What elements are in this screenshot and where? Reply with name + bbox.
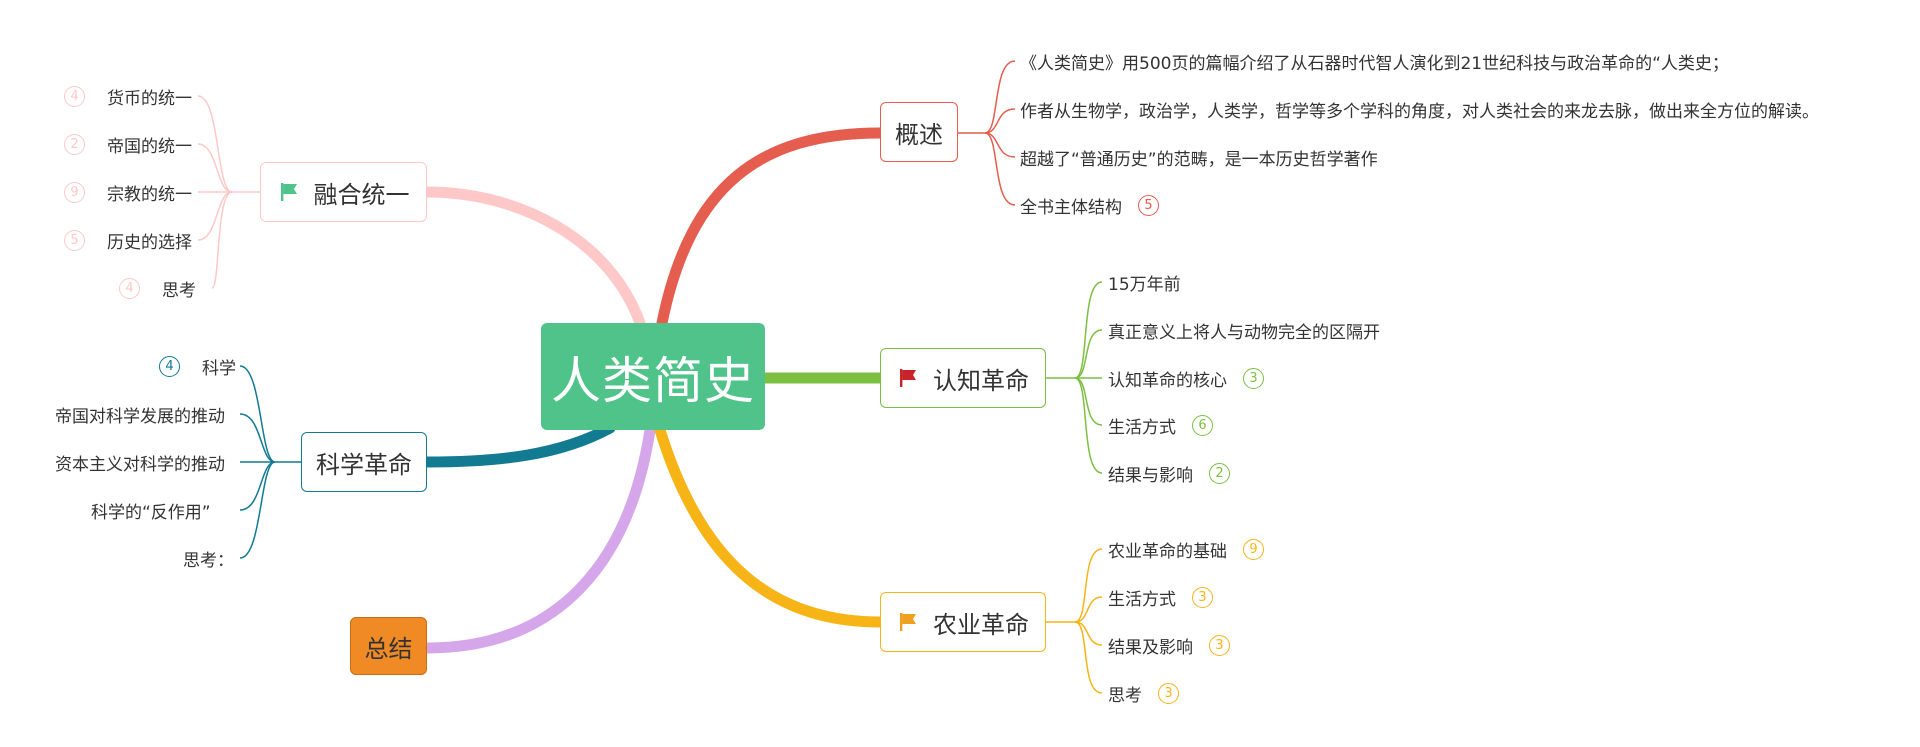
science-item-4[interactable]: 科学的“反作用” bbox=[91, 498, 211, 523]
cognitive-item-1[interactable]: 15万年前 bbox=[1108, 270, 1181, 295]
branch-label-agricultural: 农业革命 bbox=[933, 610, 1029, 639]
science-item-2[interactable]: 帝国对科学发展的推动 bbox=[55, 402, 225, 427]
cognitive-item-5[interactable]: 结果与影响 2 bbox=[1108, 461, 1230, 486]
branch-label-overview: 概述 bbox=[895, 120, 943, 149]
branch-label-summary: 总结 bbox=[364, 634, 413, 663]
cognitive-item-text: 结果与影响 bbox=[1108, 465, 1193, 486]
unification-sub-connectors bbox=[197, 95, 260, 289]
agricultural-item-1[interactable]: 农业革命的基础 9 bbox=[1108, 537, 1264, 562]
science-item-text: 思考： bbox=[183, 550, 234, 571]
overview-item-text: 超越了“普通历史”的范畴，是一本历史哲学著作 bbox=[1020, 149, 1378, 170]
overview-item-text: 《人类简史》用500页的篇幅介绍了从石器时代智人演化到21世纪科技与政治革命的“… bbox=[1020, 53, 1729, 74]
cognitive-item-4[interactable]: 生活方式 6 bbox=[1108, 413, 1213, 438]
subtopic-count-badge[interactable]: 3 bbox=[1158, 682, 1179, 704]
overview-sub-connectors bbox=[958, 60, 1016, 206]
agricultural-sub-connectors bbox=[1046, 548, 1103, 694]
subtopic-count-badge[interactable]: 2 bbox=[64, 133, 85, 155]
orange-flag-icon bbox=[900, 613, 916, 631]
cognitive-item-text: 认知革命的核心 bbox=[1108, 370, 1227, 391]
branch-line-science bbox=[421, 422, 616, 468]
unification-item-text: 历史的选择 bbox=[107, 232, 192, 253]
science-item-5[interactable]: 思考： bbox=[183, 546, 234, 571]
agricultural-item-3[interactable]: 结果及影响 3 bbox=[1108, 633, 1230, 658]
agricultural-item-4[interactable]: 思考 3 bbox=[1108, 681, 1179, 706]
subtopic-count-badge[interactable]: 5 bbox=[1138, 194, 1159, 216]
cognitive-item-2[interactable]: 真正意义上将人与动物完全的区隔开 bbox=[1108, 318, 1380, 343]
central-topic[interactable]: 人类简史 bbox=[541, 323, 765, 430]
branch-node-overview[interactable]: 概述 bbox=[880, 102, 958, 162]
unification-item-text: 帝国的统一 bbox=[107, 136, 192, 157]
unification-item-1[interactable]: 4 货币的统一 bbox=[64, 84, 192, 109]
overview-item-text: 全书主体结构 bbox=[1020, 197, 1122, 218]
unification-item-4[interactable]: 5 历史的选择 bbox=[64, 228, 192, 253]
overview-item-3[interactable]: 超越了“普通历史”的范畴，是一本历史哲学著作 bbox=[1020, 145, 1378, 170]
overview-item-2[interactable]: 作者从生物学，政治学，人类学，哲学等多个学科的角度，对人类社会的来龙去脉，做出来… bbox=[1020, 97, 1819, 122]
cognitive-item-text: 15万年前 bbox=[1108, 274, 1181, 295]
branch-node-science[interactable]: 科学革命 bbox=[301, 432, 427, 492]
subtopic-count-badge[interactable]: 3 bbox=[1209, 634, 1230, 656]
agricultural-item-text: 结果及影响 bbox=[1108, 637, 1193, 658]
unification-item-text: 宗教的统一 bbox=[107, 184, 192, 205]
cognitive-sub-connectors bbox=[1046, 281, 1103, 474]
agricultural-item-text: 生活方式 bbox=[1108, 589, 1176, 610]
branch-line-unification bbox=[421, 186, 646, 329]
science-item-3[interactable]: 资本主义对科学的推动 bbox=[55, 450, 225, 475]
branch-line-overview bbox=[656, 127, 886, 329]
central-topic-label: 人类简史 bbox=[551, 351, 755, 410]
subtopic-count-badge[interactable]: 4 bbox=[119, 277, 140, 299]
unification-item-3[interactable]: 9 宗教的统一 bbox=[64, 180, 192, 205]
science-item-1[interactable]: 4 科学 bbox=[159, 354, 236, 379]
science-item-text: 科学 bbox=[202, 358, 236, 379]
branch-line-summary bbox=[421, 424, 656, 654]
science-sub-connectors bbox=[239, 365, 301, 559]
subtopic-count-badge[interactable]: 5 bbox=[64, 229, 85, 251]
overview-item-text: 作者从生物学，政治学，人类学，哲学等多个学科的角度，对人类社会的来龙去脉，做出来… bbox=[1020, 101, 1819, 122]
agricultural-item-2[interactable]: 生活方式 3 bbox=[1108, 585, 1213, 610]
subtopic-count-badge[interactable]: 3 bbox=[1192, 586, 1213, 608]
subtopic-count-badge[interactable]: 6 bbox=[1192, 414, 1213, 436]
overview-item-4[interactable]: 全书主体结构 5 bbox=[1020, 193, 1159, 218]
agricultural-item-text: 思考 bbox=[1108, 685, 1142, 706]
branch-label-science: 科学革命 bbox=[316, 450, 412, 479]
branch-node-unification[interactable]: 融合统一 bbox=[260, 162, 427, 222]
unification-item-text: 货币的统一 bbox=[107, 88, 192, 109]
subtopic-count-badge[interactable]: 3 bbox=[1243, 367, 1264, 389]
subtopic-count-badge[interactable]: 9 bbox=[1243, 538, 1264, 560]
cognitive-item-3[interactable]: 认知革命的核心 3 bbox=[1108, 366, 1264, 391]
branch-node-summary[interactable]: 总结 bbox=[350, 617, 427, 675]
branch-label-unification: 融合统一 bbox=[313, 180, 410, 209]
unification-item-5[interactable]: 4 思考 bbox=[119, 276, 196, 301]
subtopic-count-badge[interactable]: 2 bbox=[1209, 462, 1230, 484]
green-flag-icon bbox=[280, 183, 297, 201]
red-flag-icon bbox=[900, 369, 916, 387]
science-item-text: 帝国对科学发展的推动 bbox=[55, 406, 225, 427]
cognitive-item-text: 真正意义上将人与动物完全的区隔开 bbox=[1108, 322, 1380, 343]
science-item-text: 科学的“反作用” bbox=[91, 502, 211, 523]
overview-item-1[interactable]: 《人类简史》用500页的篇幅介绍了从石器时代智人演化到21世纪科技与政治革命的“… bbox=[1020, 49, 1729, 74]
branch-node-cognitive[interactable]: 认知革命 bbox=[880, 348, 1046, 408]
unification-item-text: 思考 bbox=[162, 280, 196, 301]
agricultural-item-text: 农业革命的基础 bbox=[1108, 541, 1227, 562]
subtopic-count-badge[interactable]: 4 bbox=[159, 355, 180, 377]
branch-node-agricultural[interactable]: 农业革命 bbox=[880, 592, 1046, 652]
subtopic-count-badge[interactable]: 9 bbox=[64, 181, 85, 203]
unification-item-2[interactable]: 2 帝国的统一 bbox=[64, 132, 192, 157]
branch-line-agricultural bbox=[654, 424, 886, 628]
cognitive-item-text: 生活方式 bbox=[1108, 417, 1176, 438]
branch-label-cognitive: 认知革命 bbox=[933, 366, 1029, 395]
subtopic-count-badge[interactable]: 4 bbox=[64, 85, 85, 107]
science-item-text: 资本主义对科学的推动 bbox=[55, 454, 225, 475]
